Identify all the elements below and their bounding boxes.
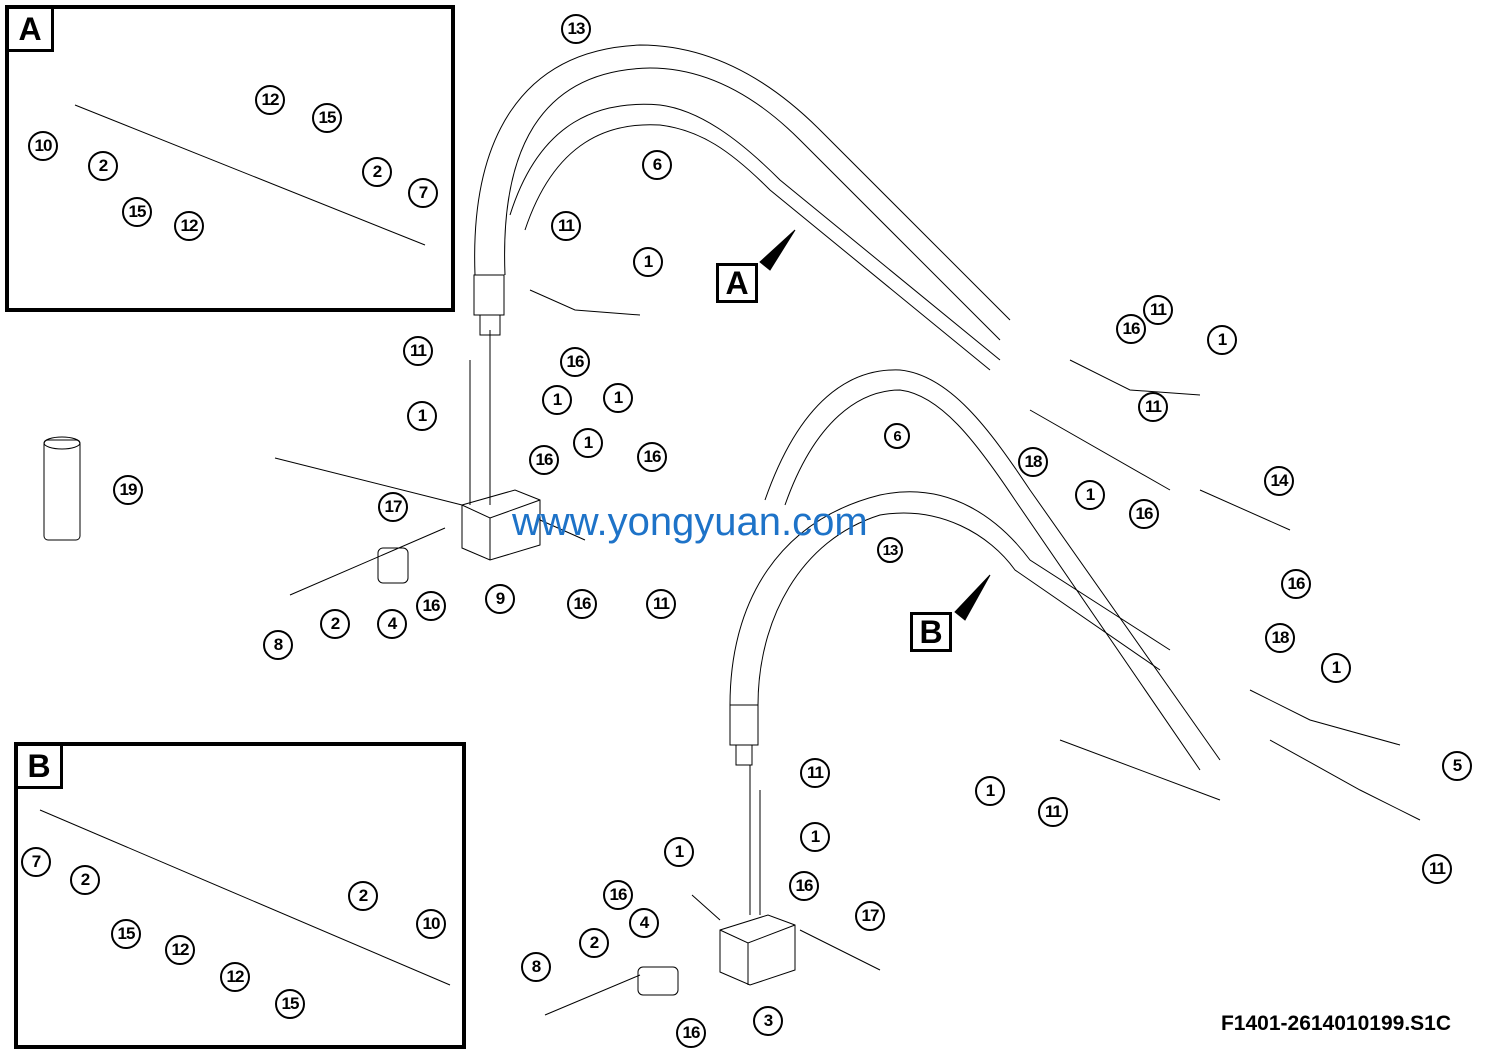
callout-a-15b: 15 — [312, 103, 342, 133]
callout-19: 19 — [113, 475, 143, 505]
callout-14: 14 — [1264, 466, 1294, 496]
callout-4: 4 — [629, 908, 659, 938]
callout-2: 2 — [320, 609, 350, 639]
callout-16: 16 — [676, 1018, 706, 1048]
callout-a-2b: 2 — [362, 157, 392, 187]
callout-6: 6 — [884, 423, 910, 449]
callout-16: 16 — [529, 445, 559, 475]
inset-tag-a: A — [9, 9, 54, 52]
callout-6: 6 — [642, 150, 672, 180]
callout-16: 16 — [560, 347, 590, 377]
callout-13: 13 — [877, 537, 903, 563]
callout-11: 11 — [403, 336, 433, 366]
callout-1: 1 — [407, 401, 437, 431]
callout-1: 1 — [573, 428, 603, 458]
callout-16: 16 — [416, 591, 446, 621]
callout-b-12: 12 — [165, 935, 195, 965]
callout-16: 16 — [567, 589, 597, 619]
callout-1: 1 — [1207, 325, 1237, 355]
watermark: www.yongyuan.com — [512, 500, 868, 544]
callout-16: 16 — [603, 880, 633, 910]
callout-4: 4 — [377, 609, 407, 639]
callout-18: 18 — [1265, 623, 1295, 653]
callout-2: 2 — [579, 928, 609, 958]
callout-a-12: 12 — [174, 211, 204, 241]
callout-1: 1 — [975, 776, 1005, 806]
callout-1: 1 — [1321, 653, 1351, 683]
callout-b-7: 7 — [21, 847, 51, 877]
callout-3: 3 — [753, 1006, 783, 1036]
callout-1: 1 — [603, 383, 633, 413]
callout-1: 1 — [664, 837, 694, 867]
figure-id: F1401-2614010199.S1C — [1220, 1012, 1451, 1035]
callout-a-10: 10 — [28, 131, 58, 161]
callout-11: 11 — [1038, 797, 1068, 827]
callout-9: 9 — [485, 584, 515, 614]
callout-b-2b: 2 — [348, 881, 378, 911]
callout-13: 13 — [561, 14, 591, 44]
callout-1: 1 — [633, 247, 663, 277]
detail-inset-a: A — [5, 5, 455, 312]
callout-8: 8 — [521, 952, 551, 982]
callout-b-15b: 15 — [275, 989, 305, 1019]
reference-tag-b: B — [910, 612, 952, 652]
callout-1: 1 — [1075, 480, 1105, 510]
callout-b-15: 15 — [111, 919, 141, 949]
callout-16: 16 — [1281, 569, 1311, 599]
callout-5: 5 — [1442, 751, 1472, 781]
callout-11: 11 — [800, 758, 830, 788]
callout-16: 16 — [637, 442, 667, 472]
callout-b-12b: 12 — [220, 962, 250, 992]
callout-b-10: 10 — [416, 909, 446, 939]
callout-16: 16 — [789, 871, 819, 901]
callout-18: 18 — [1018, 447, 1048, 477]
callout-17: 17 — [378, 492, 408, 522]
callout-11: 11 — [1138, 392, 1168, 422]
callout-11: 11 — [551, 211, 581, 241]
detail-inset-b: B — [14, 742, 466, 1049]
callout-11: 11 — [646, 589, 676, 619]
callout-a-2: 2 — [88, 151, 118, 181]
callout-a-7: 7 — [408, 178, 438, 208]
callout-a-12b: 12 — [255, 85, 285, 115]
callout-1: 1 — [800, 822, 830, 852]
callout-16: 16 — [1116, 314, 1146, 344]
callout-11: 11 — [1422, 854, 1452, 884]
callout-a-15: 15 — [122, 197, 152, 227]
inset-tag-b: B — [18, 746, 63, 789]
callout-16: 16 — [1129, 499, 1159, 529]
callout-1: 1 — [542, 385, 572, 415]
callout-8: 8 — [263, 630, 293, 660]
reference-tag-a: A — [716, 263, 758, 303]
callout-17: 17 — [855, 901, 885, 931]
callout-b-2: 2 — [70, 865, 100, 895]
callout-11: 11 — [1143, 295, 1173, 325]
